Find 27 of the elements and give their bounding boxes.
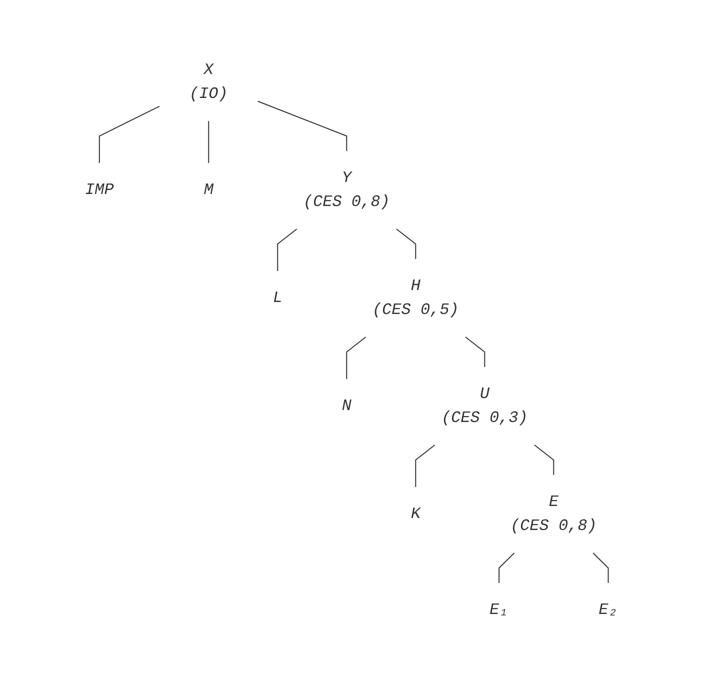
connector [98, 106, 160, 164]
connector [256, 100, 347, 152]
connector [396, 228, 416, 260]
node-text: M [203, 181, 213, 199]
node-text: H [410, 277, 420, 295]
connector [276, 228, 297, 272]
node-text: L [272, 289, 282, 307]
connector [208, 120, 209, 164]
connector [464, 336, 485, 368]
node-text: N [341, 397, 351, 415]
node-text: U [479, 385, 490, 403]
node-text: E₁ [489, 601, 508, 619]
node-text: E₂ [598, 601, 618, 619]
node-text: IMP [84, 181, 114, 199]
connector [498, 552, 514, 584]
node-label: (CES 0,8) [510, 517, 596, 535]
node-label: (CES 0,5) [372, 301, 458, 319]
node-text: X [203, 61, 213, 79]
node-text: E [548, 493, 558, 511]
node-label: (CES 0,3) [441, 409, 528, 427]
node-label: (IO) [188, 85, 228, 103]
node-label: (CES 0,8) [302, 193, 390, 211]
node-text: Y [341, 169, 351, 187]
connector [346, 336, 366, 380]
connector [592, 552, 608, 584]
connector [534, 444, 554, 476]
connector [414, 444, 435, 488]
